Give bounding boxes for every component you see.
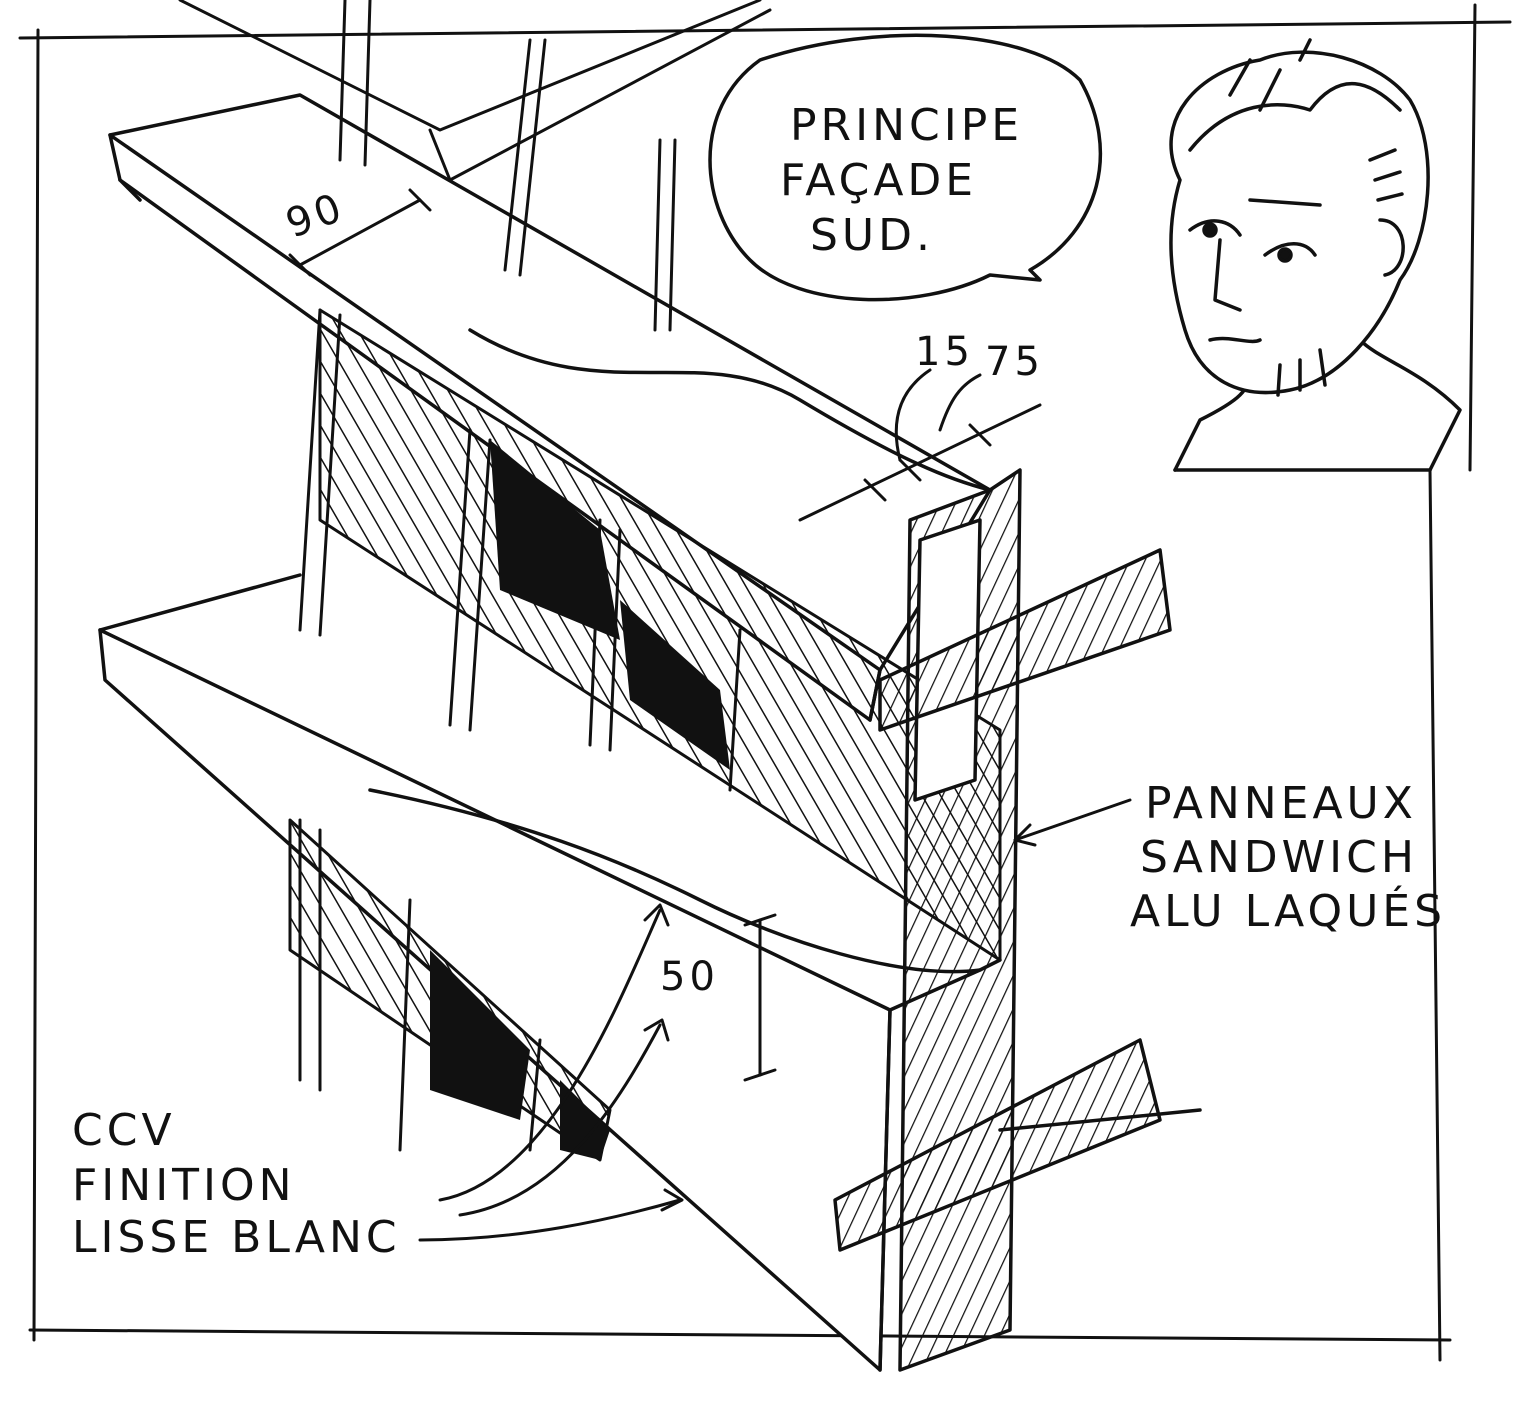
label-panels-1: PANNEAUX	[1145, 778, 1417, 829]
dimension-lines	[288, 188, 1042, 1082]
label-concrete-1: CCV	[72, 1105, 176, 1156]
label-concrete-3: LISSE BLANC	[72, 1212, 401, 1263]
label-panels-2: SANDWICH	[1140, 832, 1418, 883]
dim-depth: 90	[280, 184, 351, 247]
right-column	[898, 468, 1022, 1372]
portrait-sketch	[1169, 38, 1462, 472]
dim-panel-width: 75	[985, 339, 1044, 385]
sketch-frame	[18, 3, 1512, 1362]
speech-bubble: PRINCIPE FAÇADE SUD.	[708, 33, 1102, 302]
leader-arrows	[418, 798, 1132, 1242]
bubble-line-3: SUD.	[810, 210, 934, 261]
bubble-line-2: FAÇADE	[780, 155, 977, 206]
label-panels-3: ALU LAQUÉS	[1130, 884, 1446, 937]
bubble-line-1: PRINCIPE	[790, 100, 1023, 151]
upper-panels	[298, 308, 1002, 962]
upper-windows	[490, 440, 730, 770]
dim-slab-height: 50	[660, 954, 719, 1000]
label-concrete-2: FINITION	[72, 1160, 296, 1211]
balcony-arms	[833, 548, 1202, 1252]
dim-panel-offset: 15	[915, 329, 974, 375]
lower-windows	[430, 950, 610, 1160]
